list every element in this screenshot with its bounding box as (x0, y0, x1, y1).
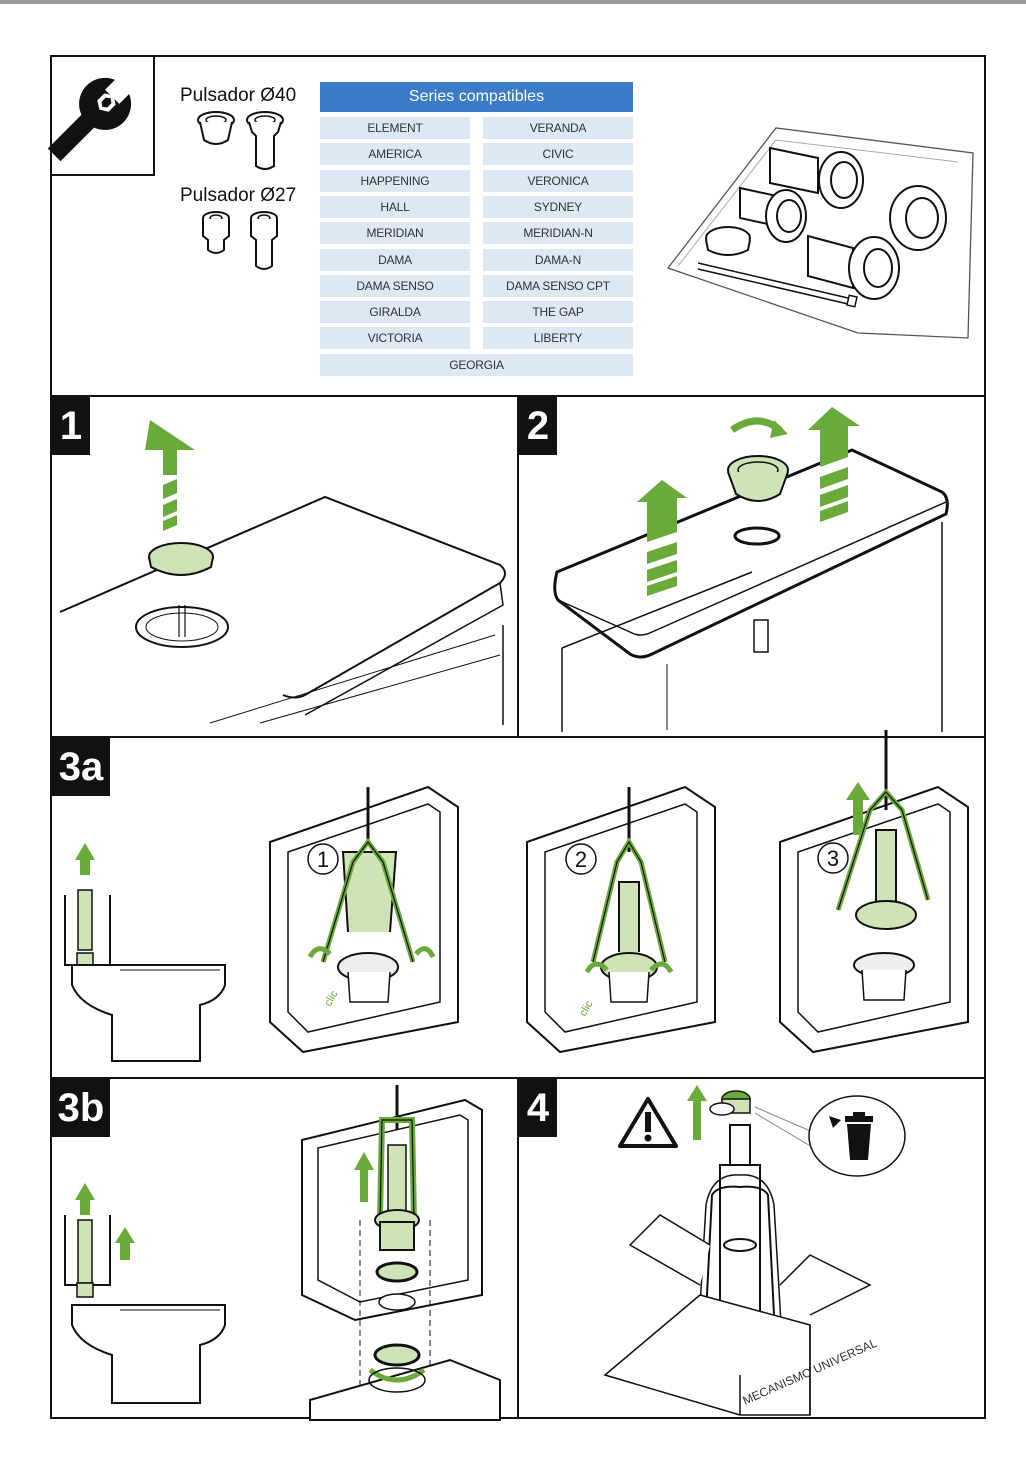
step-1-badge: 1 (52, 397, 90, 455)
series-cell: HAPPENING (320, 169, 470, 192)
series-cell: AMERICA (320, 143, 470, 166)
series-cell: DAMA-N (483, 248, 633, 271)
step-3a-sub-2: 2 clic (526, 785, 716, 1054)
parts-bag-illustration (666, 127, 974, 339)
step-1-illustration (59, 420, 506, 725)
pulsador-27-label: Pulsador Ø27 (180, 185, 297, 206)
series-cell: DAMA SENSO (320, 274, 470, 297)
series-cell: DAMA SENSO CPT (483, 274, 633, 297)
series-cell: VICTORIA (320, 327, 470, 350)
series-cell: CIVIC (483, 143, 633, 166)
series-cell: GIRALDA (320, 301, 470, 324)
step-4-illustration: MECANISMO UNIVERSAL (603, 1085, 879, 1416)
wrench-icon (47, 74, 135, 162)
divider (517, 1077, 519, 1419)
series-cell: HALL (320, 195, 470, 218)
top-bar (0, 0, 1026, 4)
substep-3-label: 3 (827, 846, 839, 871)
step-3a-sub-3: 3 (779, 730, 969, 1054)
button-27-icons (202, 211, 278, 270)
step-2-illustration (553, 407, 949, 732)
step-4-badge: 4 (519, 1079, 557, 1137)
series-cell-bottom: GEORGIA (320, 353, 633, 376)
series-cell: LIBERTY (483, 327, 633, 350)
step-3b-illustration (301, 1085, 501, 1421)
tool-box (47, 55, 155, 176)
series-cell: MERIDIAN (320, 222, 470, 245)
divider (517, 395, 519, 738)
series-cell: VERANDA (483, 117, 633, 139)
series-cell: ELEMENT (320, 117, 470, 139)
series-title: Series compatibles (320, 82, 633, 112)
series-cell: MERIDIAN-N (483, 222, 633, 245)
series-cell: THE GAP (483, 301, 633, 324)
substep-2-label: 2 (575, 847, 587, 872)
substep-1-label: 1 (317, 847, 329, 872)
trash-bubble (808, 1095, 906, 1177)
pulsador-40-label: Pulsador Ø40 (180, 85, 297, 106)
button-40-icons (197, 111, 284, 170)
series-cell: SYDNEY (483, 195, 633, 218)
series-cell: DAMA (320, 248, 470, 271)
step-3a-toilet-icon (64, 843, 226, 1062)
step-3b-toilet-icon (64, 1183, 226, 1404)
step-3a-sub-1: 1 clic (269, 785, 459, 1054)
step-3a-badge: 3a (52, 738, 110, 796)
warning-icon (618, 1097, 678, 1148)
step-3b-badge: 3b (52, 1079, 110, 1137)
step-2-badge: 2 (519, 397, 557, 455)
trash-icon (845, 1112, 873, 1160)
series-cell: VERONICA (483, 169, 633, 192)
